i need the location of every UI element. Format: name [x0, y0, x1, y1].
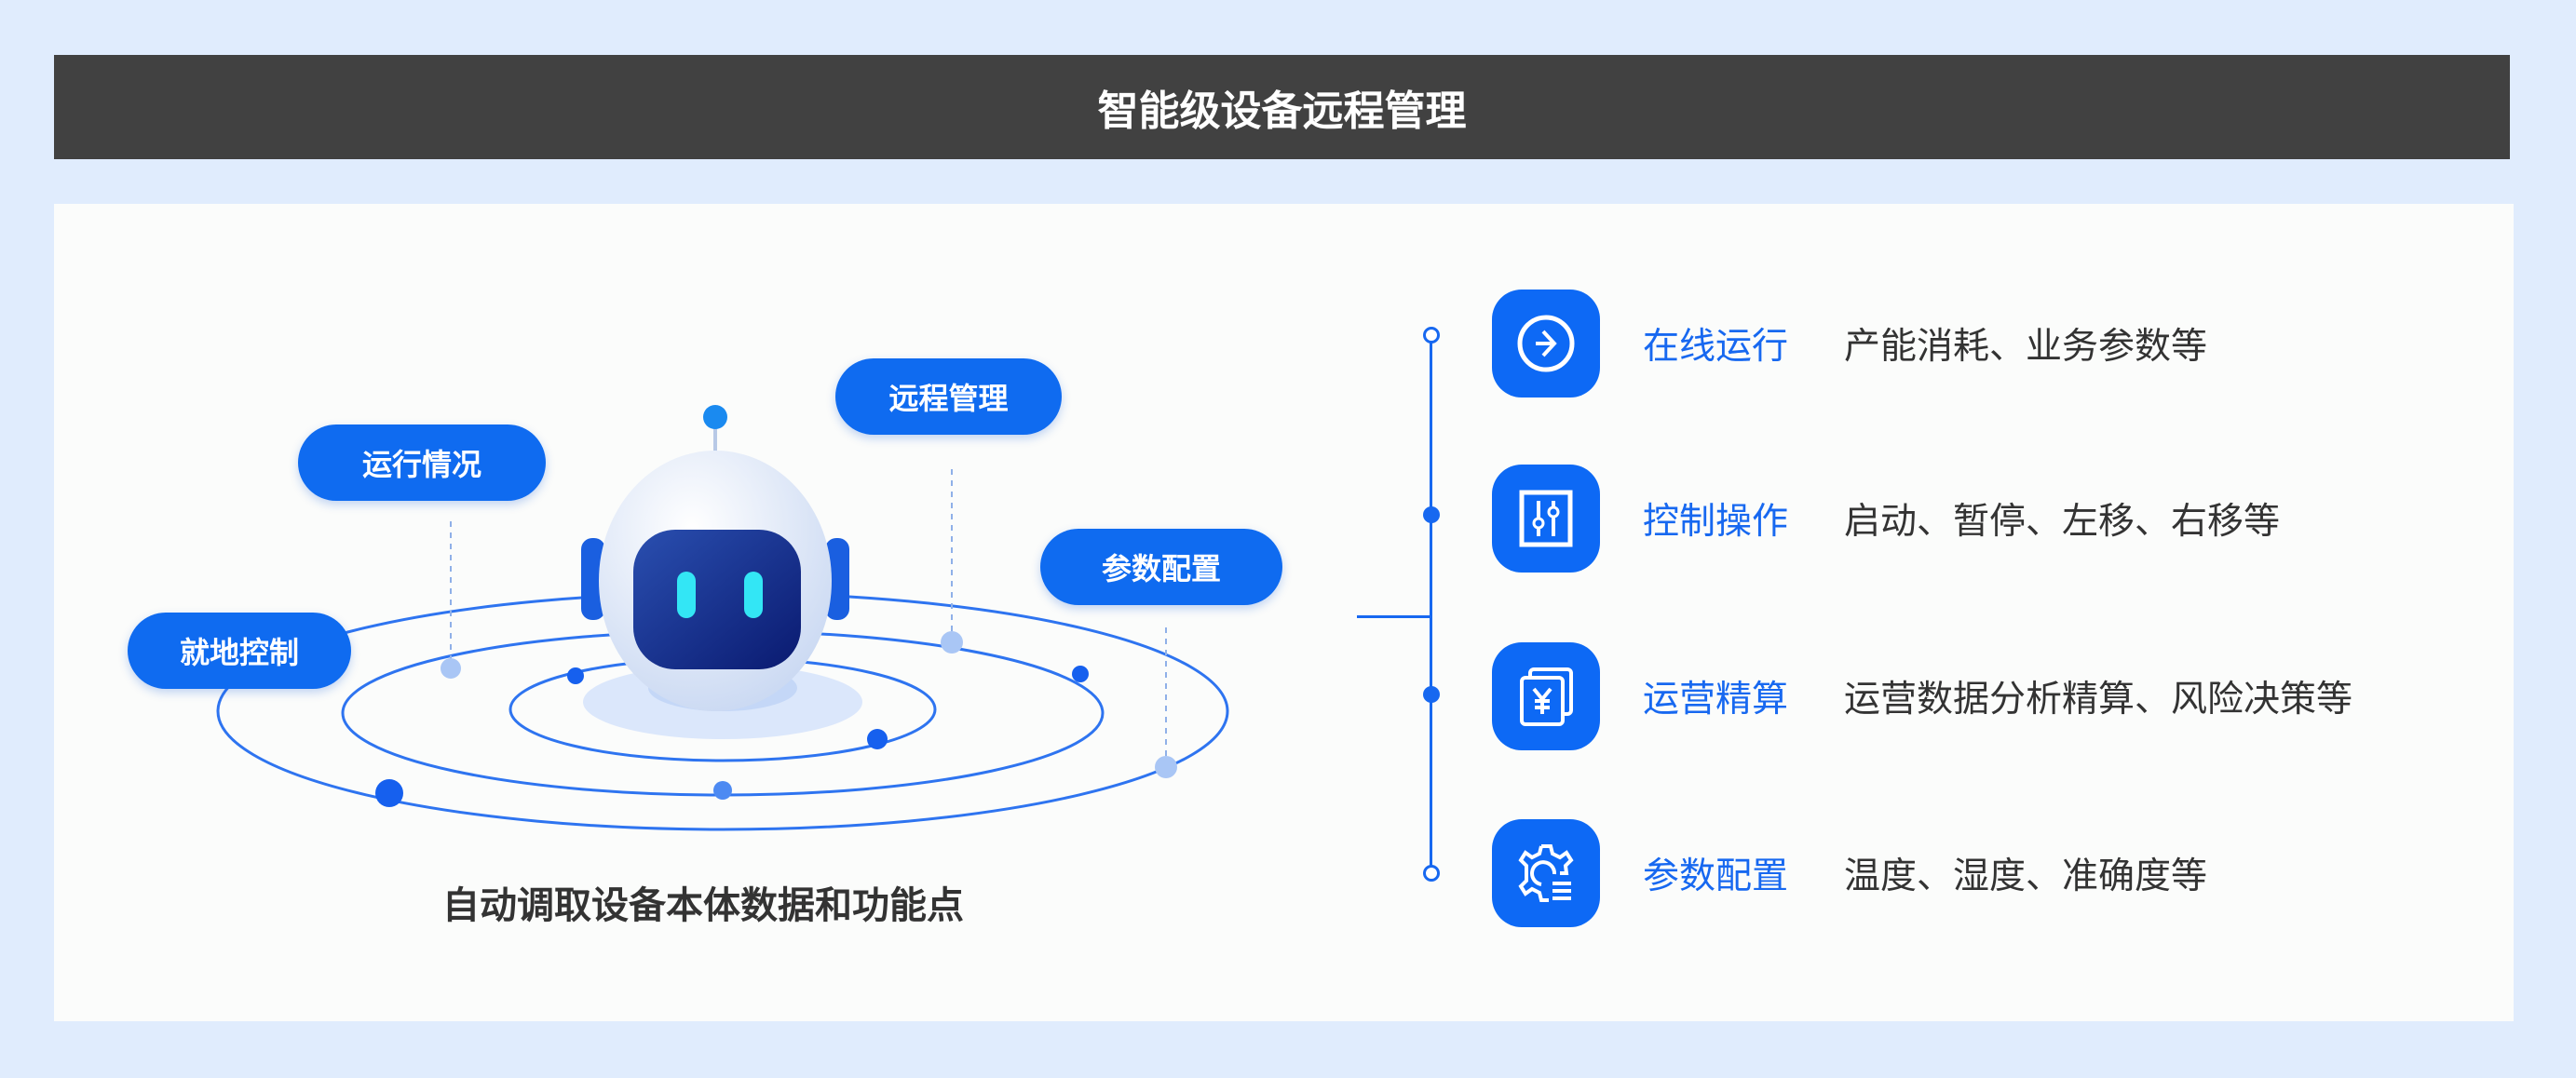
- feature-desc: 启动、暂停、左移、右移等: [1844, 501, 2281, 543]
- robot-illustration: 运行情况 远程管理 参数配置 就地控制 自动调取设备本体数据和功能点: [58, 320, 1349, 950]
- feature-desc: 温度、湿度、准确度等: [1844, 856, 2208, 897]
- page-title: 智能级设备远程管理: [1097, 88, 1467, 135]
- feature-title: 参数配置: [1643, 856, 1789, 897]
- feature-desc: 产能消耗、业务参数等: [1844, 326, 2208, 368]
- connector-vertical: [1430, 335, 1432, 875]
- illustration-caption: 自动调取设备本体数据和功能点: [442, 884, 964, 927]
- feature-title: 在线运行: [1643, 326, 1789, 368]
- feature-operation-calc: 运营精算 运营数据分析精算、风险决策等: [1492, 642, 2352, 750]
- feature-parameter-config: 参数配置 温度、湿度、准确度等: [1492, 819, 2207, 927]
- feature-control-operation: 控制操作 启动、暂停、左移、右移等: [1492, 465, 2280, 573]
- bubble-local-control: 就地控制: [128, 613, 351, 689]
- connector-horizontal: [1357, 615, 1431, 618]
- yuan-document-icon: [1492, 642, 1600, 750]
- orbit-graphic: [216, 405, 1229, 831]
- bubble-remote-management: 远程管理: [835, 358, 1062, 435]
- timeline-dot: [1423, 327, 1440, 344]
- bubble-parameter-config: 参数配置: [1040, 529, 1282, 605]
- feature-desc: 运营数据分析精算、风险决策等: [1844, 679, 2353, 721]
- timeline-dot: [1423, 865, 1440, 882]
- bubble-running-status: 运行情况: [298, 424, 546, 501]
- sliders-icon: [1492, 465, 1600, 573]
- gear-list-icon: [1492, 819, 1600, 927]
- feature-title: 控制操作: [1643, 501, 1789, 543]
- page-header: 智能级设备远程管理: [54, 55, 2510, 159]
- timeline-dot: [1423, 686, 1440, 703]
- feature-online-running: 在线运行 产能消耗、业务参数等: [1492, 290, 2207, 398]
- antenna-icon: [703, 405, 727, 429]
- timeline-dot: [1423, 506, 1440, 523]
- content-panel: [54, 204, 2514, 1021]
- feature-title: 运营精算: [1643, 679, 1789, 721]
- robot-face: [633, 530, 801, 669]
- arrow-circle-icon: [1492, 290, 1600, 398]
